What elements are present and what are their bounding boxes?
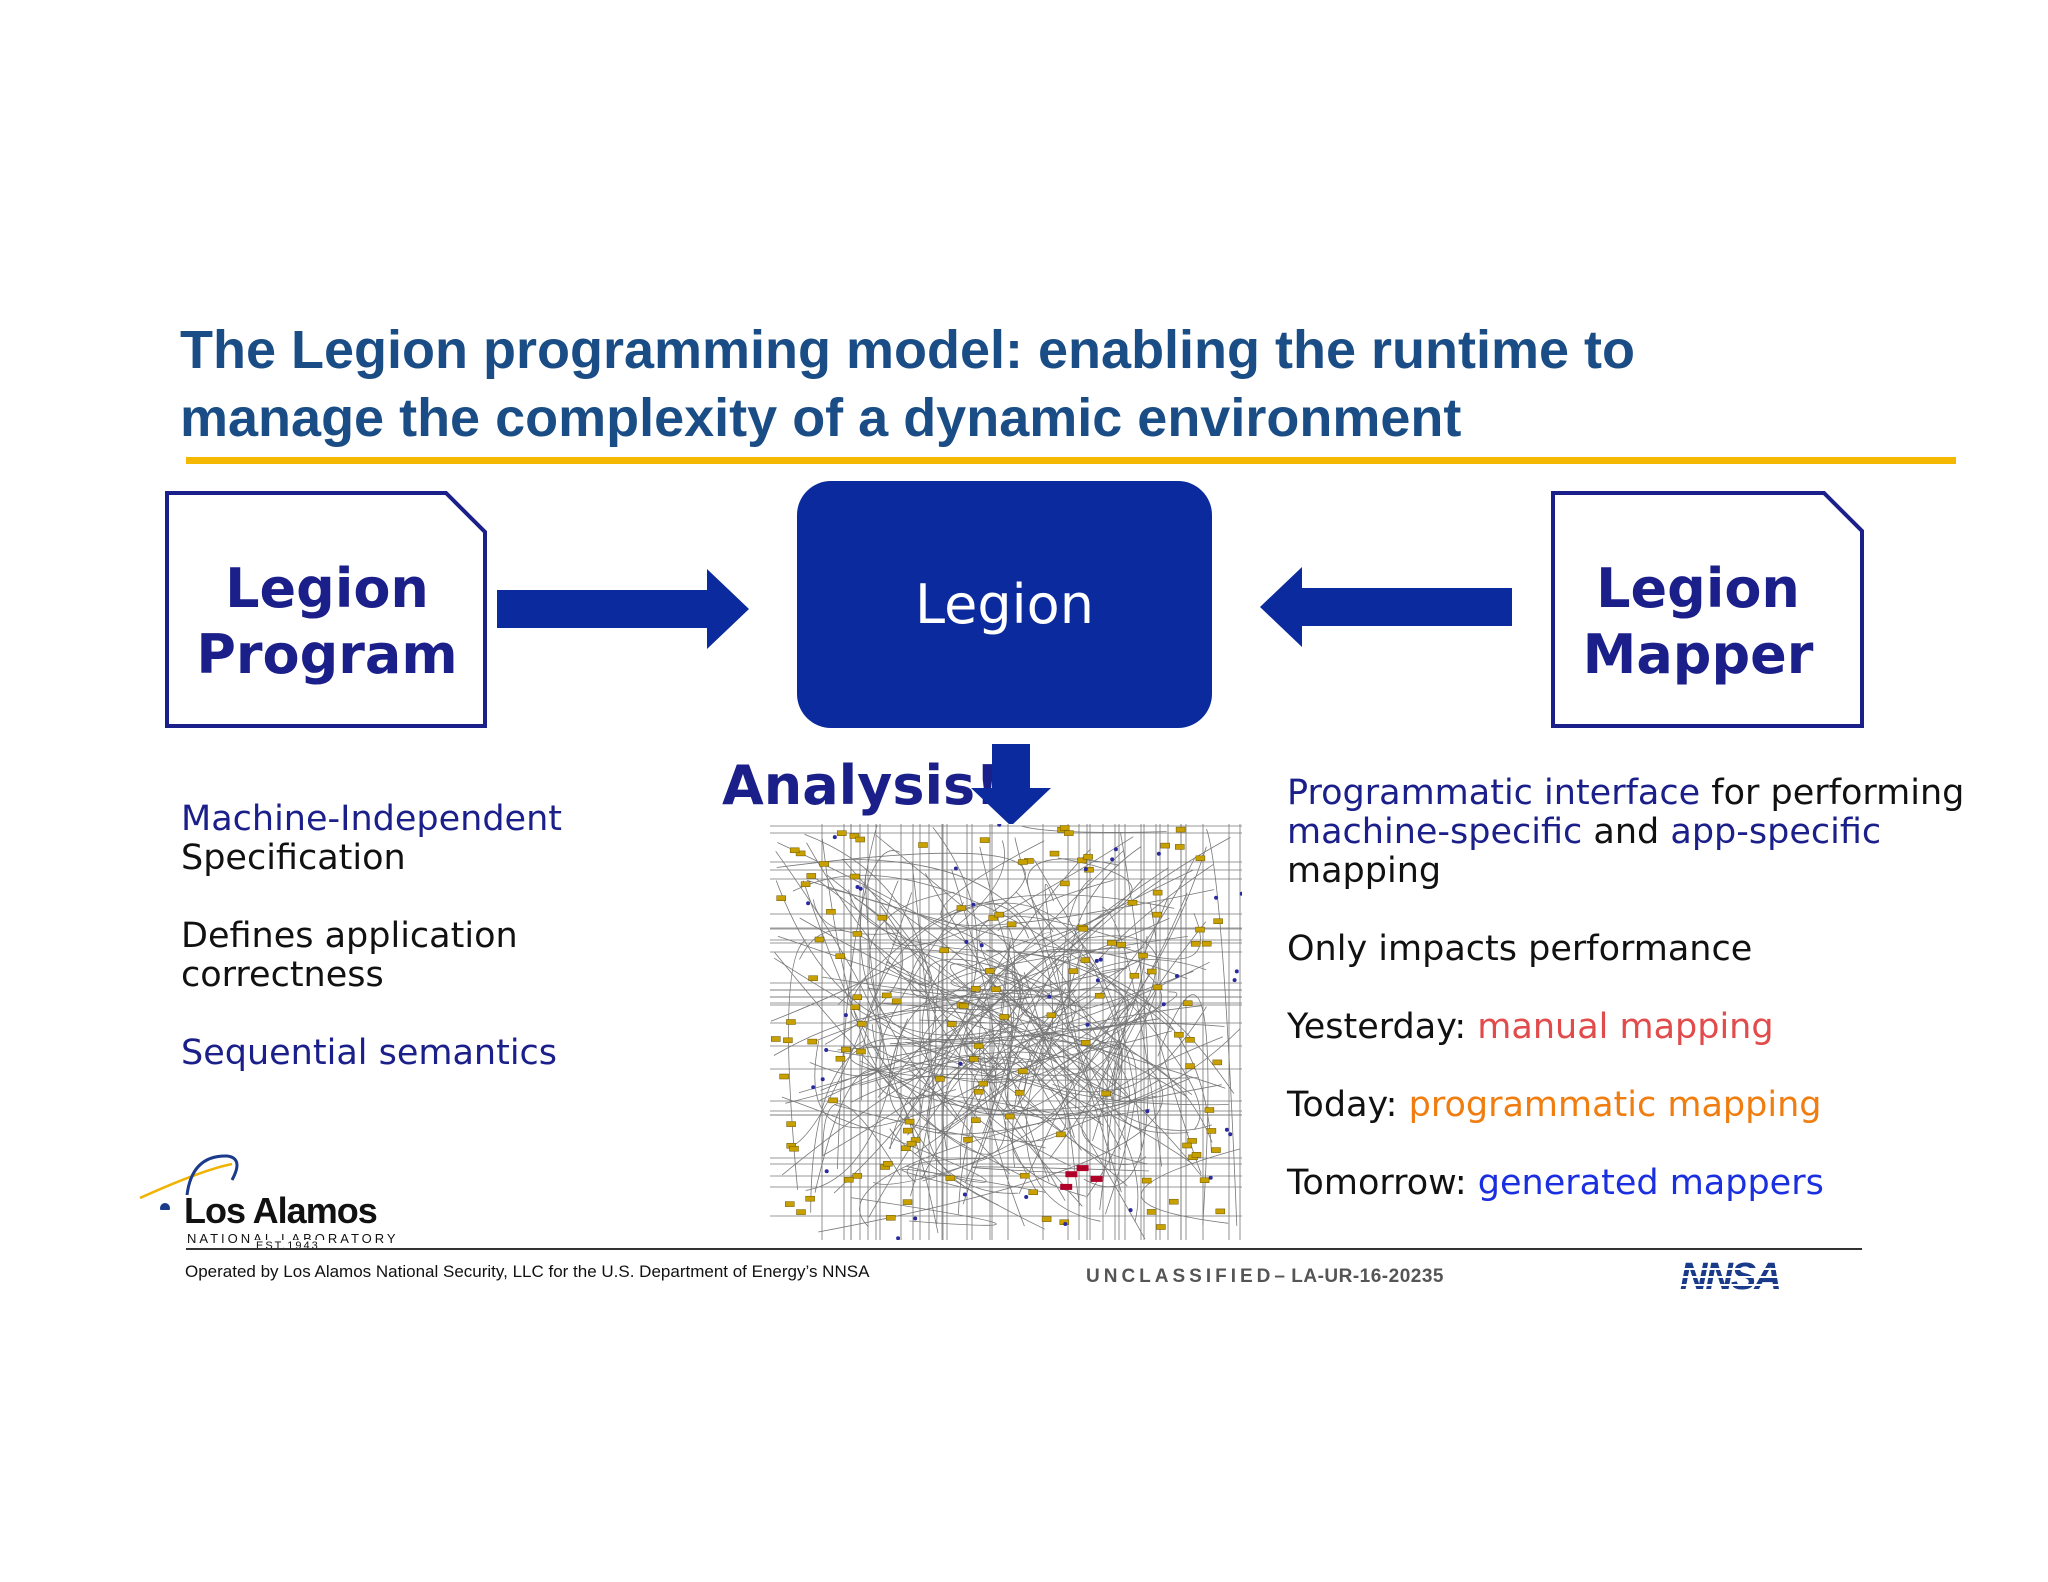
note-programmatic-interface: Programmatic interface for performing ma… [1287,774,2007,891]
note-yesterday: Yesterday: manual mapping [1287,1008,2007,1047]
logo-subtitle: NATIONAL LABORATORY [187,1231,399,1246]
note-p5-label: Tomorrow: [1287,1163,1478,1203]
nnsa-logo: NNSA [1680,1259,1865,1293]
legion-mapper-box: Legion Mapper [1553,556,1843,688]
title-divider [186,457,1956,464]
note-performance: Only impacts performance [1287,930,2007,969]
legion-program-box: Legion Program [167,556,487,688]
document-number: – LA-UR-16-20235 [1274,1266,1444,1287]
note-p1-highlight-1: Programmatic interface [1287,773,1701,813]
note-p1-text-1: for performing [1700,773,1965,813]
los-alamos-logo: Los Alamos NATIONAL LABORATORY [132,1150,432,1250]
note-p3-value: manual mapping [1477,1007,1774,1047]
note-tomorrow: Tomorrow: generated mappers [1287,1164,2007,1203]
note-p1-text-3: mapping [1287,851,1442,891]
note-p1-text-2: and [1582,812,1671,852]
operated-by-text: Operated by Los Alamos National Security… [185,1262,870,1281]
title-line-2: manage the complexity of a dynamic envir… [180,388,1462,448]
note-2-line-1: Defines application [181,916,518,956]
atom-orbit-icon [139,1154,239,1210]
note-today: Today: programmatic mapping [1287,1086,2007,1125]
dependency-graph-image [770,824,1242,1240]
arrow-left-icon [1260,567,1512,647]
note-1-highlight: Machine-Independent [181,799,562,839]
note-sequential: Sequential semantics [181,1034,562,1073]
note-p4-label: Today: [1287,1085,1409,1125]
legion-runtime-box: Legion [797,481,1212,728]
note-p3-label: Yesterday: [1287,1007,1478,1047]
mapper-box-line-2: Mapper [1582,623,1814,686]
analysis-label: Analysis! [722,754,1000,817]
note-p1-highlight-3: app-specific [1670,812,1882,852]
logo-established: EST.1943 [252,1240,324,1252]
classification-label: UNCLASSIFIED [1086,1266,1275,1287]
arrow-down-icon [971,744,1051,826]
note-p5-value: generated mappers [1477,1163,1824,1203]
note-2-line-2: correctness [181,955,384,995]
left-notes: Machine-Independent Specification Define… [181,800,562,1112]
right-notes: Programmatic interface for performing ma… [1287,774,2007,1242]
note-3-highlight: Sequential semantics [181,1033,558,1073]
slide-title: The Legion programming model: enabling t… [180,316,1880,452]
note-1-rest: Specification [181,838,406,878]
arrow-right-icon [497,569,749,649]
mapper-box-outline [1551,491,1864,728]
note-p2-text: Only impacts performance [1287,929,1753,969]
program-box-outline [165,491,487,728]
title-line-1: The Legion programming model: enabling t… [180,320,1636,380]
note-correctness: Defines application correctness [181,917,562,995]
note-p4-value: programmatic mapping [1408,1085,1822,1125]
program-box-line-1: Legion [225,557,429,620]
note-p1-highlight-2: machine-specific [1287,812,1583,852]
classification-marking: UNCLASSIFIED– LA-UR-16-20235 [1086,1266,1444,1288]
footer-divider [186,1248,1862,1250]
program-box-line-2: Program [196,623,458,686]
note-machine-independent: Machine-Independent Specification [181,800,562,878]
mapper-box-line-1: Legion [1596,557,1800,620]
logo-name: Los Alamos [184,1190,378,1231]
